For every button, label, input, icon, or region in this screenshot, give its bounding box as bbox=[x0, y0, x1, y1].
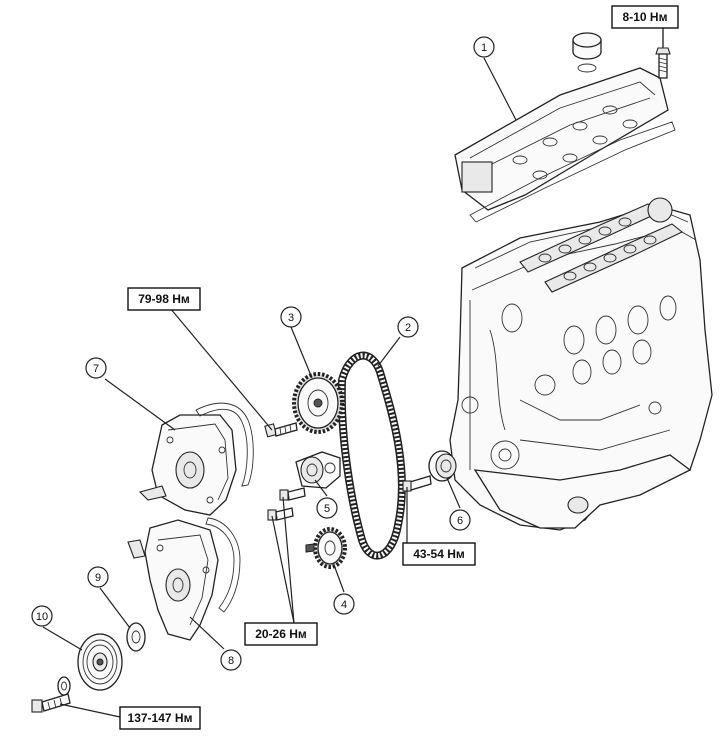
leader-lines bbox=[42, 28, 664, 718]
svg-text:3: 3 bbox=[288, 312, 294, 324]
callout-3: 3 bbox=[280, 306, 302, 328]
svg-text:10: 10 bbox=[36, 611, 48, 623]
torque-camshaft-sprocket-bolt: 79-98 Нм bbox=[127, 287, 201, 311]
svg-text:6: 6 bbox=[457, 515, 463, 527]
svg-text:8: 8 bbox=[228, 655, 234, 667]
svg-text:2: 2 bbox=[405, 322, 411, 334]
lower-timing-cover bbox=[127, 517, 241, 641]
idler-pulley bbox=[402, 450, 457, 492]
callout-6: 6 bbox=[449, 509, 471, 531]
crankshaft-sprocket bbox=[305, 527, 347, 569]
callout-10: 10 bbox=[31, 605, 53, 627]
tensioner bbox=[295, 451, 341, 489]
callout-7: 7 bbox=[85, 357, 107, 379]
torque-idler-bolt: 43-54 Нм bbox=[402, 542, 476, 566]
svg-text:79-98 Нм: 79-98 Нм bbox=[138, 292, 190, 306]
torque-crankshaft-pulley-bolt: 137-147 Нм bbox=[119, 706, 201, 730]
valve-cover bbox=[454, 32, 676, 223]
svg-text:8-10 Нм: 8-10 Нм bbox=[623, 10, 668, 24]
svg-text:5: 5 bbox=[324, 503, 330, 515]
svg-text:20-26 Нм: 20-26 Нм bbox=[255, 627, 307, 641]
callout-4: 4 bbox=[333, 593, 355, 615]
crankshaft-pulley bbox=[57, 633, 123, 696]
callout-1: 1 bbox=[473, 36, 495, 58]
svg-text:43-54 Нм: 43-54 Нм bbox=[413, 547, 465, 561]
callout-5: 5 bbox=[316, 497, 338, 519]
camshaft-sprocket bbox=[292, 372, 344, 434]
tensioner-bolts bbox=[267, 487, 306, 521]
callout-8: 8 bbox=[220, 649, 242, 671]
svg-text:1: 1 bbox=[481, 42, 487, 54]
svg-text:9: 9 bbox=[95, 572, 101, 584]
svg-text:4: 4 bbox=[341, 599, 347, 611]
crankshaft-pulley-bolt bbox=[31, 693, 71, 713]
torque-valve-cover-bolt: 8-10 Нм bbox=[611, 5, 679, 29]
torque-tensioner-bolts: 20-26 Нм bbox=[244, 622, 318, 646]
callout-9: 9 bbox=[87, 566, 109, 588]
callout-2: 2 bbox=[397, 316, 419, 338]
svg-text:7: 7 bbox=[93, 363, 99, 375]
camshaft-sprocket-bolt bbox=[264, 422, 298, 438]
svg-text:137-147 Нм: 137-147 Нм bbox=[128, 711, 193, 725]
timing-belt bbox=[337, 351, 406, 560]
flange-washer bbox=[126, 622, 146, 652]
engine-block bbox=[449, 197, 713, 531]
upper-timing-cover bbox=[138, 402, 254, 516]
